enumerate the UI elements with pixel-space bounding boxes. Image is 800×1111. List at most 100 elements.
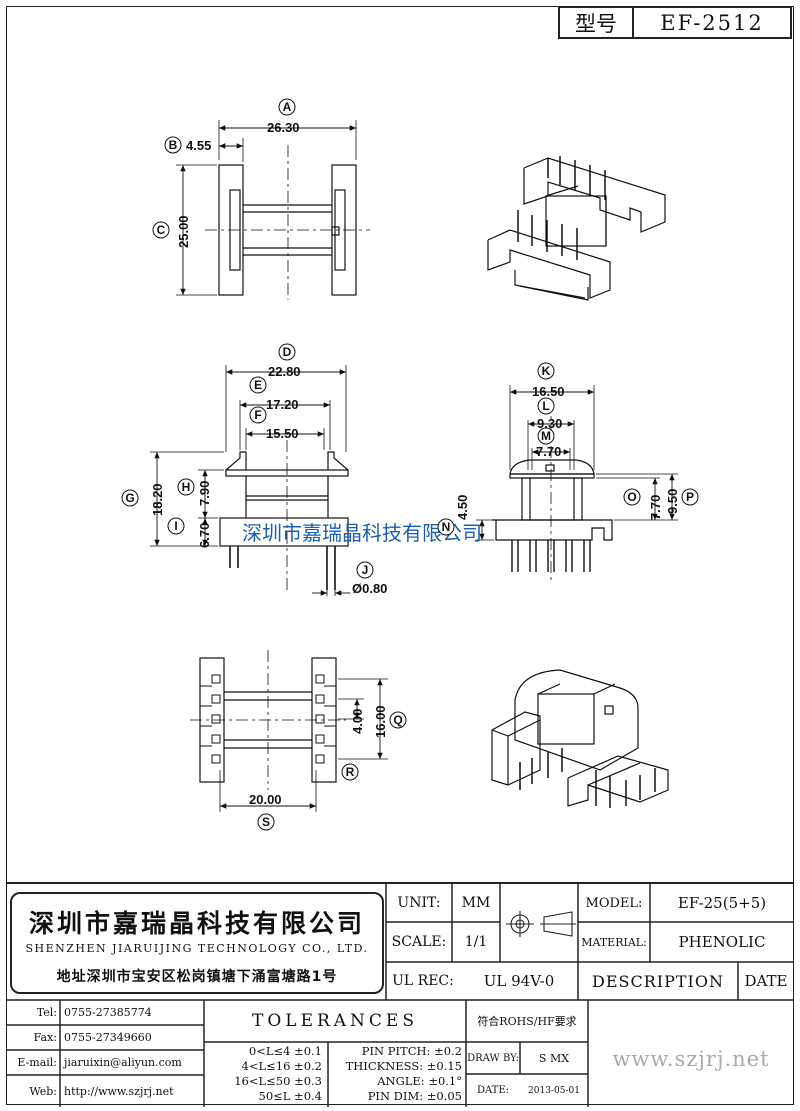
marker-K-circle <box>537 362 555 380</box>
marker-M: M <box>541 429 551 443</box>
marker-C-circle <box>152 221 170 239</box>
dim-J-value: Ø0.80 <box>352 581 387 596</box>
dim-S-value: 20.00 <box>249 792 282 807</box>
company-name-en: SHENZHEN JIARUIJING TECHNOLOGY CO., LTD. <box>25 942 369 955</box>
dim-M-value: 7.70 <box>536 444 561 459</box>
ul-value: UL 94V-0 <box>483 972 555 990</box>
marker-E-circle <box>249 376 267 394</box>
title-block: 深圳市嘉瑞晶科技有限公司 SHENZHEN JIARUIJING TECHNOL… <box>6 882 794 1107</box>
dim-N-value: 4.50 <box>455 495 470 520</box>
marker-H: H <box>182 480 191 494</box>
top-view <box>176 120 370 300</box>
dim-Q-value: 16.00 <box>373 705 388 738</box>
tolerance-row: 4<L≤16 ±0.2 <box>241 1059 322 1073</box>
isometric-view-top <box>487 156 666 301</box>
ul-label: UL REC: <box>392 973 454 989</box>
marker-H-circle <box>177 478 195 496</box>
marker-O: O <box>627 490 636 504</box>
tolerances-label: TOLERANCES <box>252 1011 418 1031</box>
unit-label: UNIT: <box>397 895 441 911</box>
date-header: DATE <box>744 972 788 990</box>
tolerance-row: 50≤L ±0.4 <box>258 1089 323 1103</box>
date-value: 2013-05-01 <box>528 1085 580 1096</box>
description-label: DESCRIPTION <box>592 971 724 991</box>
marker-S: S <box>262 815 270 829</box>
marker-P-circle <box>681 488 699 506</box>
tel-value: 0755-27385774 <box>64 1006 152 1019</box>
date-label: DATE: <box>476 1085 510 1096</box>
material-value: PHENOLIC <box>678 933 766 951</box>
dim-D-value: 22.80 <box>268 364 301 379</box>
dim-H-value: 7.90 <box>197 481 212 506</box>
website-watermark: www.szjrj.net <box>612 1047 770 1071</box>
dim-F-value: 15.50 <box>266 426 299 441</box>
marker-Q: Q <box>393 713 402 727</box>
rohs-compliance: 符合ROHS/HF要求 <box>477 1015 577 1028</box>
marker-I-circle <box>167 517 185 535</box>
side-view <box>476 385 678 580</box>
marker-N: N <box>442 520 451 534</box>
material-label: MATERIAL: <box>581 935 647 949</box>
tel-label: Tel: <box>36 1006 57 1019</box>
marker-A: A <box>283 100 292 114</box>
marker-A-circle <box>278 98 296 116</box>
marker-K: K <box>542 364 551 378</box>
model-label: MODEL: <box>585 895 643 911</box>
marker-G-circle <box>121 489 139 507</box>
company-name-cn: 深圳市嘉瑞晶科技有限公司 <box>28 909 365 938</box>
scale-label: SCALE: <box>391 934 447 950</box>
title-grid <box>6 884 794 1107</box>
pin-tolerance-row: THICKNESS: ±0.15 <box>345 1059 462 1073</box>
marker-N-circle <box>437 518 455 536</box>
dim-I-value: 6.70 <box>197 523 212 548</box>
company-address: 地址深圳市宝安区松岗镇塘下涌富塘路1号 <box>56 969 338 985</box>
web-label: Web: <box>29 1084 57 1098</box>
marker-L-circle <box>537 397 555 415</box>
model-number-box: 型号 EF-2512 <box>558 6 792 39</box>
marker-D: D <box>283 345 292 359</box>
pin-tolerance-row: PIN DIM: ±0.05 <box>367 1089 462 1103</box>
dim-O-value: 7.70 <box>648 495 663 520</box>
marker-R-circle <box>341 763 359 781</box>
bottom-view <box>190 650 388 812</box>
email-label: E-mail: <box>17 1056 57 1069</box>
marker-P: P <box>686 490 694 504</box>
pin-tolerance-row: PIN PITCH: ±0.2 <box>361 1044 462 1058</box>
tolerance-row: 16<L≤50 ±0.3 <box>234 1074 322 1088</box>
marker-G: G <box>125 491 134 505</box>
draw-by-label: DRAW BY: <box>467 1052 519 1064</box>
tolerance-row: 0<L≤4 ±0.1 <box>248 1044 322 1058</box>
dim-E-value: 17.20 <box>266 397 299 412</box>
model-number-label: 型号 <box>560 8 634 37</box>
dim-G-value: 18.20 <box>150 483 165 516</box>
dim-A-value: 26.30 <box>267 120 300 135</box>
marker-J: J <box>362 563 369 577</box>
marker-B: B <box>169 138 178 152</box>
dim-C-value: 25.00 <box>176 215 191 248</box>
marker-I: I <box>174 519 177 533</box>
marker-F-circle <box>249 406 267 424</box>
tolerance-ranges: 0<L≤4 ±0.1 4<L≤16 ±0.2 16<L≤50 ±0.3 50≤L… <box>204 1044 322 1104</box>
model-number-value: EF-2512 <box>660 10 764 35</box>
dim-B-value: 4.55 <box>186 138 211 153</box>
fax-value: 0755-27349660 <box>64 1031 152 1044</box>
company-box: 深圳市嘉瑞晶科技有限公司 SHENZHEN JIARUIJING TECHNOL… <box>10 892 384 994</box>
marker-F: F <box>254 408 261 422</box>
web-value: http://www.szjrj.net <box>64 1084 174 1098</box>
marker-M-circle <box>537 427 555 445</box>
marker-D-circle <box>278 343 296 361</box>
marker-J-circle <box>356 561 374 579</box>
marker-B-circle <box>164 136 182 154</box>
scale-value: 1/1 <box>464 934 488 950</box>
draw-by-value: S MX <box>538 1051 570 1065</box>
technical-drawing: 深圳市嘉瑞晶科技有限公司 26.30 4.55 25.00 22.80 17.2… <box>121 98 699 831</box>
model-value: EF-25(5+5) <box>677 894 767 912</box>
marker-E: E <box>254 378 262 392</box>
dim-K-value: 16.50 <box>532 384 565 399</box>
marker-C: C <box>157 223 166 237</box>
projection-symbol-icon <box>506 911 576 937</box>
pin-tolerance-row: ANGLE: ±0.1° <box>377 1074 462 1088</box>
drawing-frame <box>6 6 794 1105</box>
marker-L: L <box>542 399 549 413</box>
marker-O-circle <box>623 488 641 506</box>
